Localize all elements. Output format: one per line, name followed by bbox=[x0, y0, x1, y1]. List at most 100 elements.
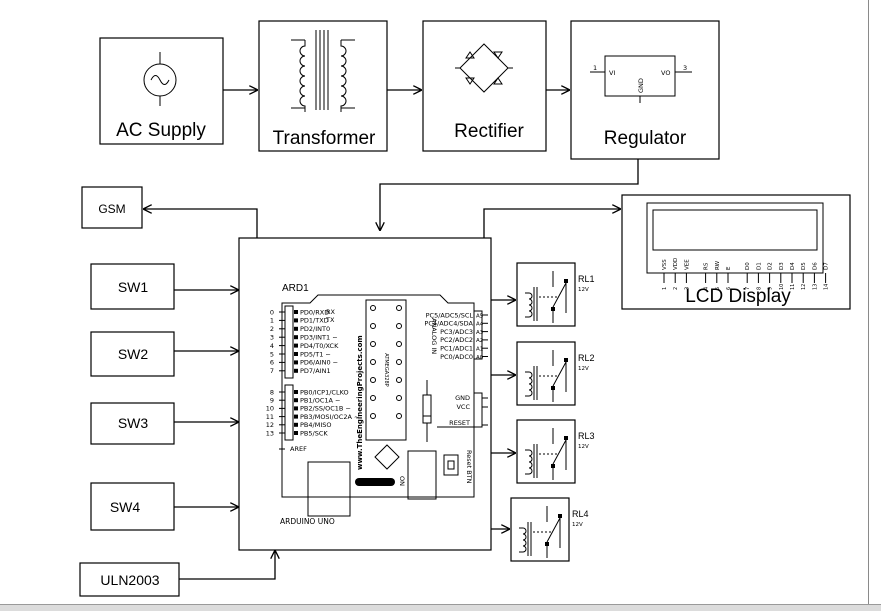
lcd-pin-label: VDD bbox=[673, 258, 679, 270]
lcd-pin-number: 5 bbox=[715, 287, 721, 290]
digital-header-bottom bbox=[284, 384, 294, 441]
chip-hole bbox=[396, 305, 402, 311]
right-pin-label: PC5/ADC5/SCL bbox=[426, 311, 474, 319]
sw2-block: SW2 bbox=[90, 331, 175, 377]
transformer-icon bbox=[291, 30, 355, 112]
relay-switch-icon bbox=[552, 361, 567, 387]
reset-pin-label: RESET bbox=[449, 419, 470, 427]
lcd-pin-label: D4 bbox=[790, 262, 796, 270]
left-pin-number: 9 bbox=[270, 397, 274, 405]
gsm-block: GSM bbox=[81, 186, 143, 229]
left-pin-label: PD3/INT1 ~ bbox=[300, 334, 338, 342]
left-pin-number: 3 bbox=[270, 334, 274, 342]
analog-in-label: ANALOG IN bbox=[430, 318, 438, 354]
relay-2: RL2 12V bbox=[516, 341, 595, 406]
relay-voltage-label: 12V bbox=[578, 366, 589, 372]
lcd-pin-number: 10 bbox=[779, 284, 785, 290]
left-pin-label: PD2/INT0 bbox=[300, 325, 330, 333]
pin-marker bbox=[294, 326, 298, 331]
voltage-regulator-icon: VI VO GND 1 3 bbox=[590, 55, 692, 103]
right-pin-number: A2 bbox=[476, 338, 483, 344]
lcd-pin-number: 11 bbox=[790, 284, 796, 290]
left-pin-label: PD0/RXD bbox=[300, 308, 329, 316]
right-pin-label: PC1/ADC1 bbox=[440, 345, 473, 353]
regulator-vo-label: VO bbox=[661, 69, 670, 77]
regulator-label: Regulator bbox=[604, 128, 687, 149]
lcd-block: VSS1VDD2VEE3RS4RW5E6D07D18D29D310D411D51… bbox=[621, 194, 851, 310]
lcd-label: LCD Display bbox=[685, 286, 791, 307]
rectifier-label: Rectifier bbox=[454, 121, 524, 142]
left-pin-number: 1 bbox=[270, 317, 274, 325]
relay-voltage-label: 12V bbox=[578, 444, 589, 450]
arrow-arduino-to-gsm bbox=[144, 209, 258, 238]
relay-label: RL1 bbox=[578, 274, 595, 284]
diode-icon bbox=[422, 380, 432, 442]
rx-label: RX bbox=[326, 308, 336, 316]
lcd-pin-label: RW bbox=[715, 260, 721, 270]
chip-hole bbox=[370, 377, 376, 383]
sw4-label: SW4 bbox=[110, 499, 141, 515]
gsm-label: GSM bbox=[98, 202, 125, 216]
relay-coil-icon bbox=[525, 371, 533, 397]
chip-label: ATMEGA328P bbox=[383, 353, 389, 386]
lcd-pin-label: E bbox=[726, 266, 732, 270]
left-pin-number: 8 bbox=[270, 388, 274, 396]
left-pin-label: PD7/AIN1 bbox=[300, 367, 331, 375]
lcd-pin-label: D3 bbox=[779, 262, 785, 270]
left-pin-label: PD6/AIN0 ~ bbox=[300, 359, 338, 367]
regulator-pin1-label: 1 bbox=[593, 64, 597, 72]
left-pin-number: 10 bbox=[266, 405, 274, 413]
window-edge-bottom bbox=[0, 604, 881, 611]
lcd-pin-list: VSS1VDD2VEE3RS4RW5E6D07D18D29D310D411D51… bbox=[662, 258, 830, 290]
chip-hole bbox=[396, 377, 402, 383]
regulator-vi-label: VI bbox=[609, 69, 615, 77]
vcc-pin-label: VCC bbox=[456, 403, 470, 411]
sw3-label: SW3 bbox=[118, 415, 149, 431]
arduino-board-outline bbox=[281, 294, 475, 498]
on-label: ON bbox=[398, 476, 406, 486]
lcd-pin-label: VEE bbox=[684, 259, 690, 270]
relay-label: RL2 bbox=[578, 353, 595, 363]
sw3-block: SW3 bbox=[90, 402, 175, 445]
lcd-pin-label: RS bbox=[704, 262, 710, 270]
left-pin-number: 11 bbox=[266, 413, 274, 421]
ac-supply-label: AC Supply bbox=[116, 120, 206, 141]
chip-hole bbox=[370, 395, 376, 401]
left-pin-label: PB0/ICP1/CLKO bbox=[300, 388, 349, 396]
left-pin-label: PD1/TXD bbox=[300, 317, 329, 325]
lcd-pin-number: 14 bbox=[824, 284, 830, 290]
sw1-block: SW1 bbox=[90, 263, 175, 310]
lcd-pin-number: 7 bbox=[745, 287, 751, 290]
sw1-label: SW1 bbox=[118, 279, 149, 295]
ac-source-icon bbox=[143, 52, 177, 106]
lcd-pin-number: 13 bbox=[812, 284, 818, 290]
chip-hole bbox=[370, 323, 376, 329]
lcd-screen bbox=[652, 209, 818, 251]
relay-switch-icon bbox=[546, 517, 561, 543]
rectifier-block: Rectifier bbox=[422, 20, 547, 152]
reset-btn-label: Reset BTN bbox=[465, 450, 473, 484]
pin-marker bbox=[294, 318, 298, 323]
pin-marker bbox=[294, 431, 298, 435]
on-led bbox=[355, 478, 395, 486]
chip-hole bbox=[370, 305, 376, 311]
left-pin-number: 7 bbox=[270, 367, 274, 375]
digital-header-top bbox=[284, 305, 294, 379]
right-pin-label: PC4/ADC4/SDA bbox=[424, 320, 473, 328]
pin-marker bbox=[294, 343, 298, 348]
left-pin-number: 2 bbox=[270, 325, 274, 333]
window-edge-right bbox=[868, 0, 869, 605]
relay-coil-icon bbox=[525, 292, 533, 318]
regulator-block: VI VO GND 1 3 Regulator bbox=[570, 20, 720, 160]
lcd-pin-number: 9 bbox=[768, 287, 774, 290]
left-pin-number: 5 bbox=[270, 350, 274, 358]
lcd-pin-number: 8 bbox=[756, 287, 762, 290]
left-pin-label: PB1/OC1A ~ bbox=[300, 397, 340, 405]
left-pin-label: PB3/MOSI/OC2A ~ bbox=[300, 413, 359, 421]
lcd-pin-number: 12 bbox=[801, 284, 807, 290]
transformer-label: Transformer bbox=[273, 128, 376, 149]
